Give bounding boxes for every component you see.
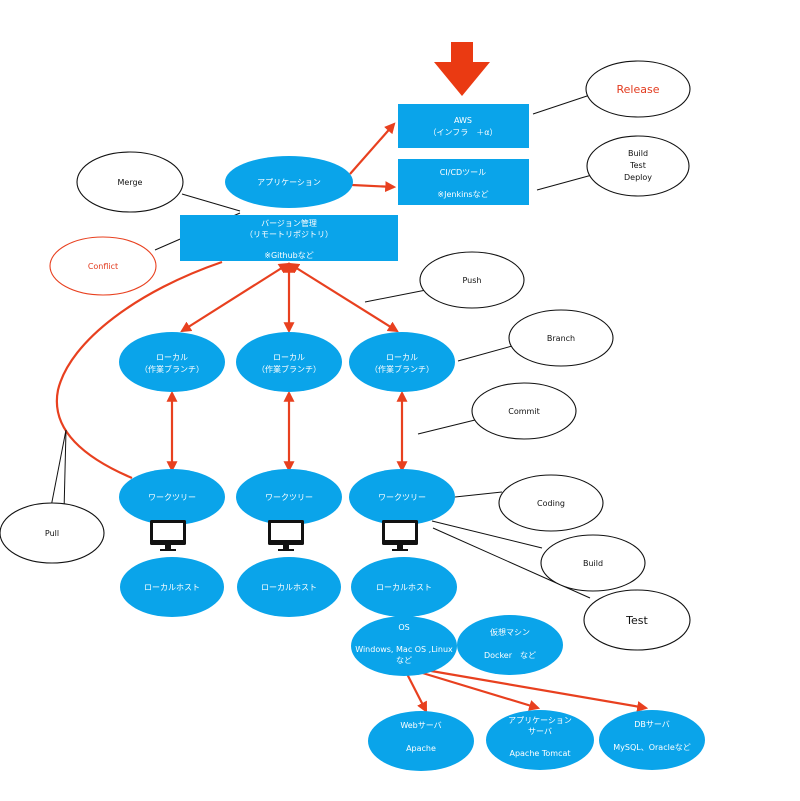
os-line-1: OS <box>398 623 409 632</box>
worktree-2[interactable]: ワークツリー <box>236 469 342 525</box>
vm-node[interactable]: 仮想マシン Docker など <box>457 615 563 675</box>
big-red-down-arrow-icon <box>434 42 490 96</box>
worktree-3[interactable]: ワークツリー <box>349 469 455 525</box>
coding-label: Coding <box>537 499 565 508</box>
local-1-line-2: （作業ブランチ） <box>140 364 204 374</box>
merge-label: Merge <box>118 178 143 187</box>
localhost-2-label: ローカルホスト <box>261 583 317 592</box>
aws-box[interactable]: AWS （インフラ ＋α） <box>398 104 529 148</box>
test-bubble: Test <box>583 589 691 651</box>
arrow-vcs-to-local3 <box>288 262 399 333</box>
branch-bubble: Branch <box>508 309 614 367</box>
vcs-box[interactable]: バージョン管理 （リモートリポジトリ） ※Githubなど <box>180 215 398 261</box>
local-branch-1[interactable]: ローカル （作業ブランチ） <box>119 332 225 392</box>
push-label: Push <box>463 276 482 285</box>
cicd-box[interactable]: CI/CDツール ※Jenkinsなど <box>398 159 529 205</box>
db-line-3: MySQL、Oracleなど <box>613 743 691 752</box>
vm-line-1: 仮想マシン <box>490 627 530 637</box>
local-1-line-1: ローカル <box>156 353 188 362</box>
pull-label: Pull <box>45 529 59 538</box>
local-branch-3[interactable]: ローカル （作業ブランチ） <box>349 332 455 392</box>
arrow-os-to-appserver <box>405 666 541 711</box>
db-line-1: DBサーバ <box>634 720 670 729</box>
arrow-app-to-aws <box>349 122 396 175</box>
cicd-line-1: CI/CDツール <box>440 168 486 177</box>
arrow-os-to-db <box>407 665 649 712</box>
localhost-1-label: ローカルホスト <box>144 583 200 592</box>
aws-line-2: （インフラ ＋α） <box>428 128 497 137</box>
btd-line-3: Deploy <box>624 173 652 182</box>
conflict-bubble: Conflict <box>49 236 157 296</box>
os-line-3: Windows, Mac OS ,Linux <box>355 645 453 654</box>
localhost-3[interactable]: ローカルホスト <box>351 557 457 617</box>
test-label: Test <box>625 614 648 627</box>
worktree-1[interactable]: ワークツリー <box>119 469 225 525</box>
local-branch-2[interactable]: ローカル （作業ブランチ） <box>236 332 342 392</box>
pull-bubble: Pull <box>0 502 105 564</box>
worktree-2-label: ワークツリー <box>265 493 313 502</box>
vcs-line-4: ※Githubなど <box>264 251 313 260</box>
build-test-deploy-bubble: Build Test Deploy <box>586 135 690 197</box>
application-node[interactable]: アプリケーション <box>225 156 353 208</box>
appserver-line-1: アプリケーション <box>508 716 572 725</box>
localhost-2[interactable]: ローカルホスト <box>237 557 341 617</box>
commit-label: Commit <box>508 407 539 416</box>
release-bubble: Release <box>585 60 691 118</box>
btd-line-2: Test <box>629 161 646 170</box>
btd-line-1: Build <box>628 149 648 158</box>
monitor-icon <box>382 520 418 551</box>
monitor-icon <box>268 520 304 551</box>
web-line-1: Webサーバ <box>400 721 441 730</box>
pull-curve <box>55 260 223 480</box>
db-server-node[interactable]: DBサーバ MySQL、Oracleなど <box>599 710 705 770</box>
application-label: アプリケーション <box>257 178 321 187</box>
appserver-line-4: Apache Tomcat <box>509 749 570 758</box>
local-2-line-1: ローカル <box>273 353 305 362</box>
monitor-icon <box>150 520 186 551</box>
vcs-line-1: バージョン管理 <box>261 218 317 228</box>
cicd-line-3: ※Jenkinsなど <box>437 190 488 199</box>
commit-bubble: Commit <box>471 382 577 440</box>
os-line-4: など <box>396 656 412 665</box>
arrow-vcs-to-local1 <box>180 262 290 333</box>
build-label: Build <box>583 559 603 568</box>
merge-bubble: Merge <box>76 151 184 213</box>
web-line-3: Apache <box>406 744 436 753</box>
appserver-line-2: サーバ <box>528 727 552 736</box>
os-node[interactable]: OS Windows, Mac OS ,Linux など <box>351 616 457 676</box>
localhost-1[interactable]: ローカルホスト <box>120 557 224 617</box>
worktree-3-label: ワークツリー <box>378 493 426 502</box>
worktree-1-label: ワークツリー <box>148 493 196 502</box>
aws-line-1: AWS <box>454 116 472 125</box>
local-3-line-1: ローカル <box>386 353 418 362</box>
localhost-3-label: ローカルホスト <box>376 583 432 592</box>
web-server-node[interactable]: Webサーバ Apache <box>368 711 474 771</box>
app-server-node[interactable]: アプリケーション サーバ Apache Tomcat <box>486 710 594 770</box>
branch-label: Branch <box>547 334 575 343</box>
arrow-app-to-cicd <box>351 181 397 193</box>
release-label: Release <box>617 83 660 96</box>
push-bubble: Push <box>419 251 525 309</box>
vcs-line-2: （リモートリポジトリ） <box>245 230 333 239</box>
build-bubble: Build <box>540 534 646 592</box>
local-3-line-2: （作業ブランチ） <box>370 364 434 374</box>
coding-bubble: Coding <box>498 474 604 532</box>
local-2-line-2: （作業ブランチ） <box>257 364 321 374</box>
conflict-label: Conflict <box>88 262 118 271</box>
vm-line-3: Docker など <box>484 651 536 660</box>
